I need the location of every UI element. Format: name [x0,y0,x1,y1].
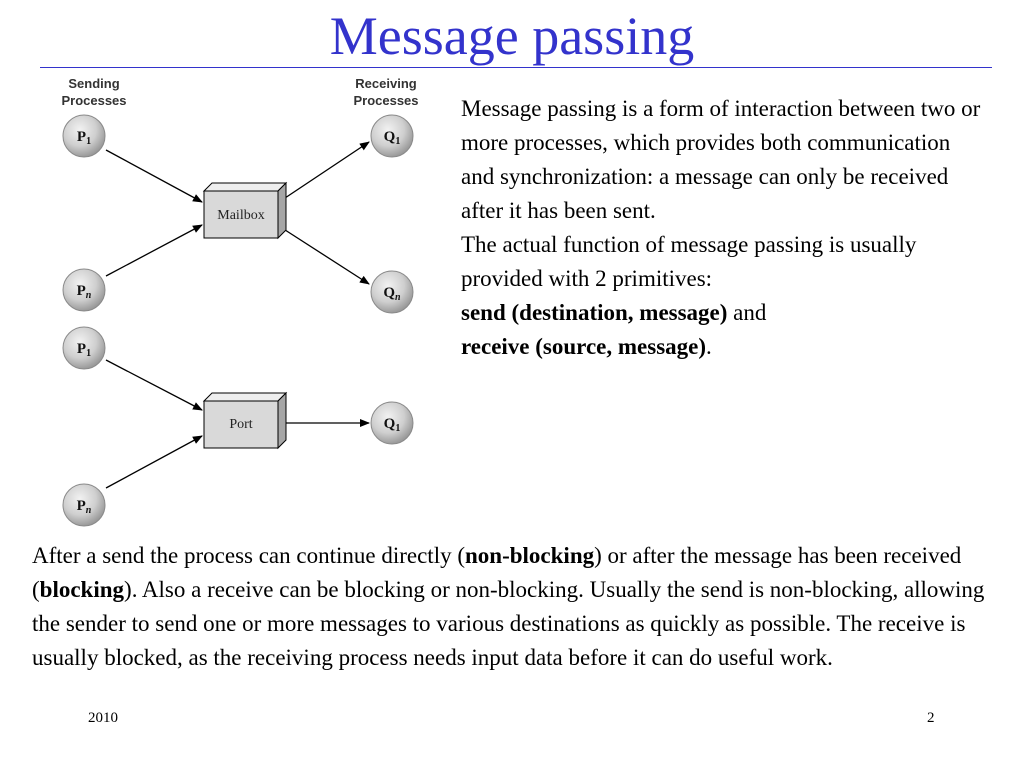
node-top-p1: P1 [62,114,106,158]
port-label: Port [229,417,252,432]
blocking-term: blocking [39,577,125,602]
footer-year: 2010 [88,710,118,726]
arrow-pn-to-mailbox [105,224,203,277]
description-text: Message passing is a form of interaction… [461,92,981,364]
mailbox-box: Mailbox [202,181,288,240]
send-primitive: send (destination, message) [461,300,728,325]
node-top-pn: Pn [62,268,106,312]
svg-text:Q1: Q1 [384,416,401,434]
non-blocking-term: non-blocking [465,543,595,568]
diagram-svg: Sending Processes Receiving Processes Ma… [61,76,419,527]
message-passing-diagram: Sending Processes Receiving Processes Ma… [40,70,440,535]
blocking-explanation: After a send the process can continue di… [32,539,1002,675]
bottom-text-part-1: After a send the process can continue di… [32,543,465,568]
node-bottom-q1: Q1 [370,401,414,445]
svg-text:Qn: Qn [383,285,401,303]
svg-text:Q1: Q1 [384,129,401,147]
node-bottom-pn: Pn [62,483,106,527]
svg-text:Pn: Pn [77,498,92,516]
node-bottom-p1: P1 [62,326,106,370]
node-top-q1: Q1 [370,114,414,158]
svg-text:P1: P1 [77,341,91,359]
mailbox-label: Mailbox [217,208,264,223]
page-number: 2 [927,710,935,726]
arrow-p1-to-mailbox [105,149,203,203]
arrow-p1-to-port [105,359,203,411]
receiving-label-line1: Receiving [355,76,416,91]
bottom-text-part-2: ) or after the message has been received… [32,543,962,602]
svg-text:P1: P1 [77,129,91,147]
send-primitive-line: send (destination, message) and [461,296,981,330]
receiving-label-line2: Processes [353,93,418,108]
arrow-pn-to-port [105,435,203,489]
port-box: Port [202,391,288,450]
and-word: and [727,300,767,325]
sending-label-line2: Processes [61,93,126,108]
title-divider [40,67,992,68]
arrow-mailbox-to-qn [281,227,370,285]
slide-title: Message passing [329,6,695,66]
node-top-qn: Qn [370,270,414,314]
period: . [706,334,712,359]
description-para-2: The actual function of message passing i… [461,232,917,291]
sending-label-line1: Sending [68,76,119,91]
svg-text:Pn: Pn [77,283,92,301]
description-para-1: Message passing is a form of interaction… [461,96,981,223]
receive-primitive: receive (source, message) [461,334,707,359]
arrow-mailbox-to-q1 [281,141,370,201]
receive-primitive-line: receive (source, message). [461,330,981,364]
bottom-text-part-3: ). Also a receive can be blocking or non… [32,577,985,670]
